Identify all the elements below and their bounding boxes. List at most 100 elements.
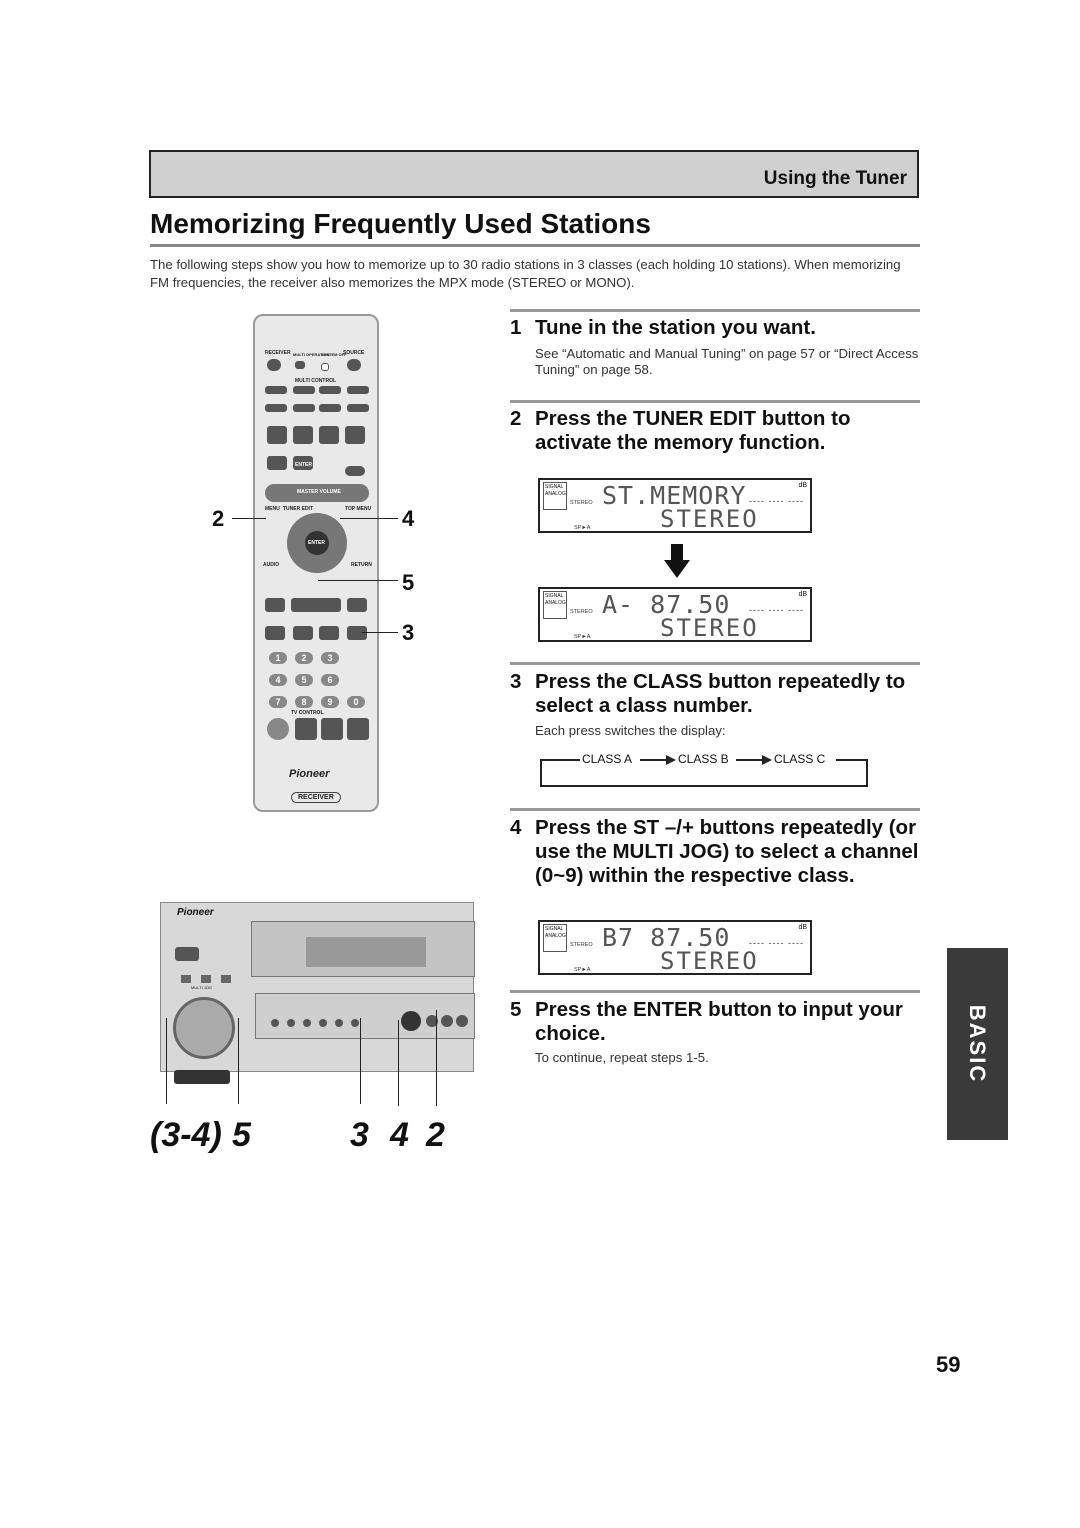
- receiver-control-panel: [255, 993, 475, 1039]
- remote-enter-label: ENTER: [308, 540, 325, 546]
- remote-input-button: [319, 404, 341, 412]
- remote-tv-control-label: TV CONTROL: [291, 710, 324, 716]
- callout-4-remote: 4: [402, 506, 415, 531]
- callout-4-receiver: 4: [390, 1116, 409, 1154]
- lcd-signal-label: SIGNAL: [545, 484, 564, 490]
- remote-input-button: [293, 404, 315, 412]
- receiver-standby-button: [175, 947, 199, 961]
- class-cycle-loop: [540, 760, 868, 787]
- remote-mode-button: [319, 426, 339, 444]
- step-3-note: Each press switches the display:: [535, 723, 726, 738]
- step-divider: [510, 808, 920, 811]
- receiver-brand-logo: Pioneer: [177, 907, 214, 918]
- lcd-level-dashes: ---- ---- ----: [749, 605, 804, 615]
- remote-mode-button: [267, 426, 287, 444]
- remote-number-key: 5: [295, 674, 313, 686]
- remote-volume-label: MASTER VOLUME: [297, 489, 341, 495]
- remote-number-key: 6: [321, 674, 339, 686]
- remote-brand-logo: Pioneer: [289, 768, 330, 780]
- remote-input-button: [347, 404, 369, 412]
- remote-return-label: RETURN: [351, 562, 372, 568]
- remote-transport-button: [265, 598, 285, 612]
- lcd-stereo-label: STEREO: [570, 609, 593, 615]
- remote-number-key: 2: [295, 652, 313, 664]
- remote-number-key: 9: [321, 696, 339, 708]
- step-4-heading: 4 Press the ST –/+ buttons repeatedly (o…: [510, 816, 922, 888]
- remote-power-button: [267, 359, 281, 371]
- lcd-line2: STEREO: [660, 947, 759, 975]
- callout-2-remote: 2: [212, 506, 225, 531]
- step-3-heading: 3 Press the CLASS button repeatedly to s…: [510, 670, 922, 718]
- remote-number-key: 0: [347, 696, 365, 708]
- remote-label-multi: MULTI OPERATION: [293, 352, 330, 357]
- callout-line: [360, 1018, 361, 1104]
- step-divider: [510, 990, 920, 993]
- lcd-stereo-label: STEREO: [570, 500, 593, 506]
- step-divider: [510, 662, 920, 665]
- remote-mode-button: [293, 426, 313, 444]
- lcd-signal-label: SIGNAL: [545, 926, 564, 932]
- callout-line: [166, 1018, 167, 1104]
- remote-multi-button: [295, 361, 305, 369]
- remote-tv-button: [347, 718, 369, 740]
- lcd-speaker-label: SP►A: [574, 967, 591, 973]
- callout-line: [362, 632, 398, 633]
- remote-label-receiver: RECEIVER: [265, 350, 291, 356]
- basic-tab-label: BASIC: [965, 1004, 990, 1084]
- remote-input-button: [347, 386, 369, 394]
- class-cycle-line: [540, 759, 580, 761]
- class-b-label: CLASS B: [678, 752, 729, 766]
- class-a-label: CLASS A: [582, 752, 633, 766]
- callout-line: [232, 518, 266, 519]
- callout-5-remote: 5: [402, 570, 415, 595]
- lcd-line2: STEREO: [660, 614, 759, 642]
- receiver-small-button: [181, 975, 191, 983]
- remote-volume-rocker: [265, 484, 369, 502]
- lcd-speaker-label: SP►A: [574, 634, 591, 640]
- remote-audio-label: AUDIO: [263, 562, 280, 568]
- receiver-multi-jog-dial: [173, 997, 235, 1059]
- section-title: Using the Tuner: [763, 168, 907, 189]
- section-header-bar: Using the Tuner: [149, 150, 919, 198]
- basic-side-tab: BASIC: [947, 948, 1008, 1140]
- callout-5-receiver: 5: [232, 1116, 251, 1154]
- receiver-svideo-jack: [401, 1011, 421, 1031]
- remote-enter-small-label: ENTER: [295, 462, 312, 468]
- remote-number-key: 7: [269, 696, 287, 708]
- receiver-control-knob: [303, 1019, 311, 1027]
- remote-mode-button: [345, 426, 365, 444]
- callout-line: [436, 1010, 437, 1106]
- step-number: 5: [510, 998, 522, 1021]
- lcd-db-label: dB: [798, 591, 807, 598]
- remote-number-key: 3: [321, 652, 339, 664]
- remote-transport-button: [291, 598, 341, 612]
- lcd-level-dashes: ---- ---- ----: [749, 938, 804, 948]
- lcd-analog-label: ANALOG: [545, 600, 566, 606]
- lcd-analog-label: ANALOG: [545, 933, 566, 939]
- lcd-line1: A- 87.50: [602, 590, 731, 619]
- receiver-foot: [174, 1070, 230, 1084]
- callout-line: [340, 518, 398, 519]
- page-title: Memorizing Frequently Used Stations: [150, 208, 651, 239]
- remote-transport-button: [293, 626, 313, 640]
- remote-label-source: SOURCE: [343, 350, 365, 356]
- step-number: 1: [510, 316, 522, 339]
- callout-2-receiver: 2: [426, 1116, 445, 1154]
- remote-system-off-button: [321, 363, 329, 371]
- remote-top-menu-label: TOP MENU: [345, 506, 372, 512]
- receiver-fl-display: [306, 937, 426, 967]
- class-c-label: CLASS C: [774, 752, 826, 766]
- callout-line: [398, 1020, 399, 1106]
- lcd-line1: ST.MEMORY: [602, 481, 747, 510]
- lcd-speaker-label: SP►A: [574, 525, 591, 531]
- receiver-multi-jog-label: MULTI JOG: [191, 985, 213, 990]
- page-number: 59: [936, 1352, 961, 1377]
- remote-control-illustration: RECEIVER MULTI OPERATION SYSTEM OFF SOUR…: [253, 314, 379, 812]
- remote-mode-button: [267, 456, 287, 470]
- callout-3-remote: 3: [402, 620, 415, 645]
